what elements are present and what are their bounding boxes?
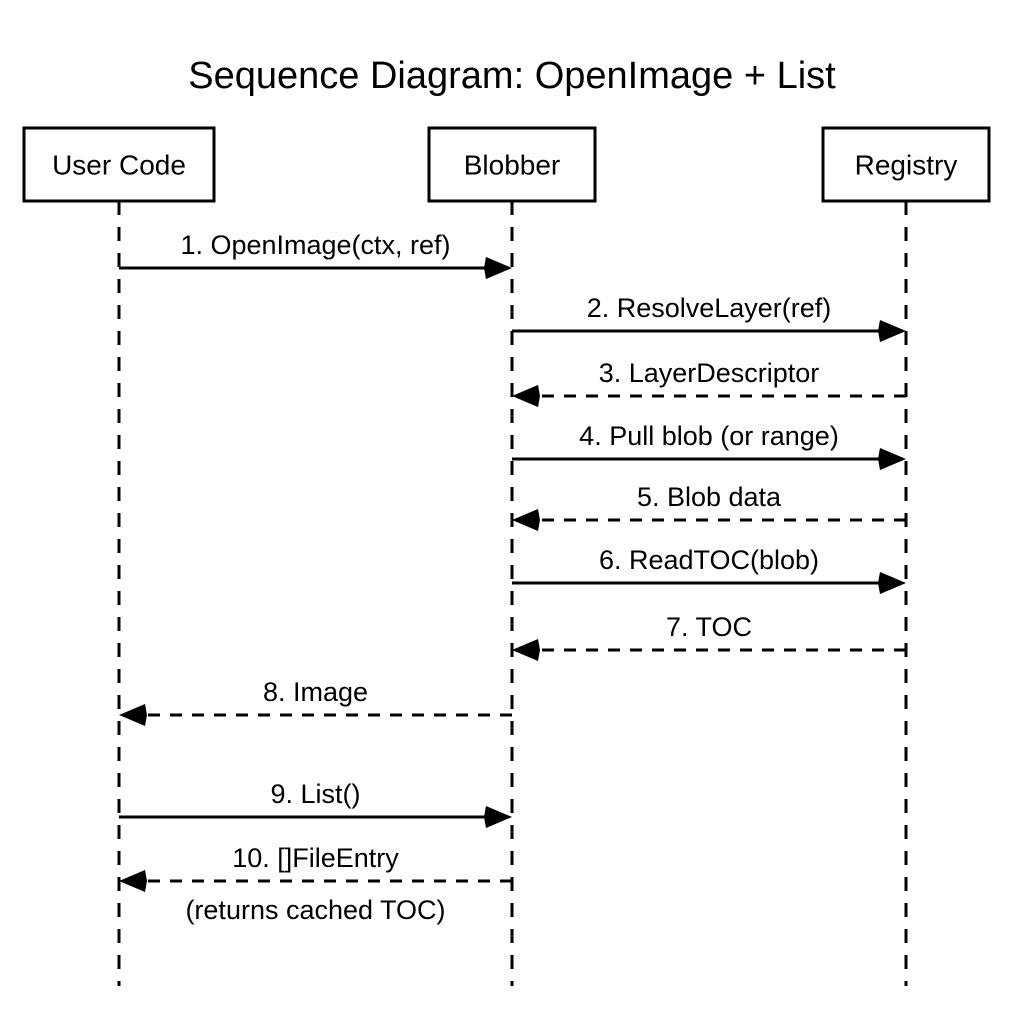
participant-box-blobber bbox=[427, 126, 597, 203]
message-7[interactable]: 7. TOC bbox=[512, 612, 906, 661]
participant-label-blobber: Blobber bbox=[464, 150, 561, 181]
arrowhead-9 bbox=[484, 806, 512, 828]
message-label-4: 4. Pull blob (or range) bbox=[579, 421, 839, 451]
message-5[interactable]: 5. Blob data bbox=[512, 482, 906, 531]
participants-layer: User Code Blobber Registry bbox=[22, 126, 991, 203]
arrowhead-10 bbox=[119, 870, 147, 892]
message-label-7: 7. TOC bbox=[666, 612, 752, 642]
message-4[interactable]: 4. Pull blob (or range) bbox=[512, 421, 906, 470]
messages-layer: 1. OpenImage(ctx, ref) 2. ResolveLayer(re… bbox=[119, 230, 906, 925]
participant-box-registry bbox=[821, 126, 991, 203]
message-2[interactable]: 2. ResolveLayer(ref) bbox=[512, 293, 906, 342]
message-3[interactable]: 3. LayerDescriptor bbox=[512, 358, 906, 407]
message-label-1: 1. OpenImage(ctx, ref) bbox=[180, 230, 450, 260]
participant-registry[interactable]: Registry bbox=[821, 126, 991, 203]
page-title: Sequence Diagram: OpenImage + List bbox=[188, 55, 836, 97]
message-8[interactable]: 8. Image bbox=[119, 677, 512, 726]
message-label-8: 8. Image bbox=[263, 677, 368, 707]
message-label-5: 5. Blob data bbox=[637, 482, 782, 512]
message-label-2: 2. ResolveLayer(ref) bbox=[587, 293, 832, 323]
message-10[interactable]: 10. []FileEntry (returns cached TOC) bbox=[119, 843, 512, 925]
message-label-9: 9. List() bbox=[270, 779, 360, 809]
participant-box-user-code bbox=[22, 126, 216, 203]
message-label-6: 6. ReadTOC(blob) bbox=[599, 545, 819, 575]
participant-label-user-code: User Code bbox=[52, 150, 186, 181]
participant-user-code[interactable]: User Code bbox=[22, 126, 216, 203]
arrowhead-7 bbox=[512, 639, 540, 661]
message-6[interactable]: 6. ReadTOC(blob) bbox=[512, 545, 906, 594]
message-label-3: 3. LayerDescriptor bbox=[599, 358, 820, 388]
participant-label-registry: Registry bbox=[855, 150, 958, 181]
arrowhead-4 bbox=[878, 448, 906, 470]
message-label-10: 10. []FileEntry bbox=[232, 843, 399, 873]
arrowhead-8 bbox=[119, 704, 147, 726]
message-1[interactable]: 1. OpenImage(ctx, ref) bbox=[119, 230, 512, 279]
message-9[interactable]: 9. List() bbox=[119, 779, 512, 828]
arrowhead-6 bbox=[878, 572, 906, 594]
participant-blobber[interactable]: Blobber bbox=[427, 126, 597, 203]
arrowhead-5 bbox=[512, 509, 540, 531]
arrowhead-3 bbox=[512, 385, 540, 407]
arrowhead-1 bbox=[484, 257, 512, 279]
message-sublabel-10: (returns cached TOC) bbox=[185, 895, 445, 925]
arrowhead-2 bbox=[878, 320, 906, 342]
